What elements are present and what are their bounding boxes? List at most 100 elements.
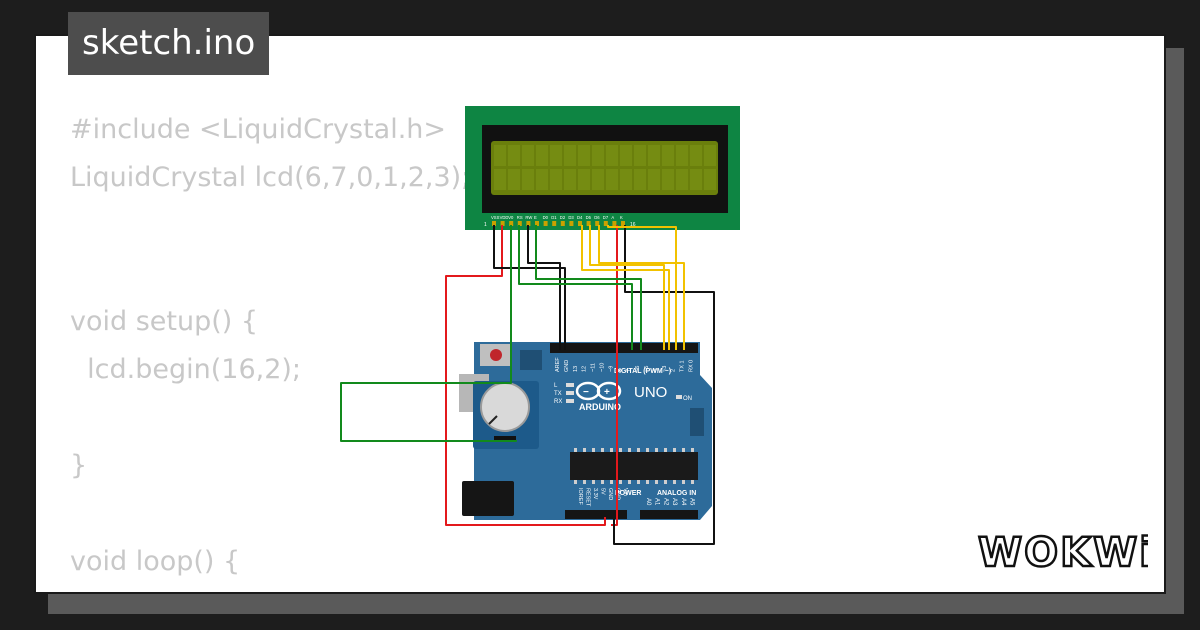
chip-leg-top xyxy=(673,448,676,452)
digital-pin-label: ~6 xyxy=(635,366,641,372)
digital-pin-label: ~5 xyxy=(644,366,650,372)
lcd-cell xyxy=(662,169,674,190)
lcd-pin[interactable] xyxy=(586,221,591,226)
lcd-pin-label: VDD xyxy=(500,215,509,220)
reset-button-cap[interactable] xyxy=(490,349,502,361)
wokwi-logo[interactable]: WOKWi xyxy=(976,526,1148,578)
chip-leg-bottom xyxy=(601,480,604,484)
lcd-cell xyxy=(536,169,548,190)
filename-tab[interactable]: sketch.ino xyxy=(68,12,270,75)
lcd-pin-label: V0 xyxy=(508,215,514,220)
chip-leg-top xyxy=(691,448,694,452)
digital-pin-label: 4 xyxy=(653,369,659,372)
chip-leg-bottom xyxy=(574,480,577,484)
power-pin-label: IOREF xyxy=(577,488,583,505)
chip-leg-bottom xyxy=(664,480,667,484)
lcd-pin[interactable] xyxy=(526,221,531,226)
lcd-pin[interactable] xyxy=(621,221,625,226)
lcd-pin[interactable] xyxy=(560,221,565,226)
code-editor[interactable]: #include <LiquidCrystal.h>LiquidCrystal … xyxy=(70,106,470,592)
wire-green-v0 xyxy=(340,225,517,442)
lcd-pin-label: D0 xyxy=(543,215,549,220)
lcd-pin[interactable] xyxy=(603,221,608,226)
lcd-pin-label: D2 xyxy=(560,215,566,220)
power-pin-label: Vin xyxy=(622,488,628,496)
digital-pin-label: ~9 xyxy=(608,366,614,372)
chip-leg-top xyxy=(664,448,667,452)
lcd-cell xyxy=(564,145,576,166)
chip-leg-bottom xyxy=(673,480,676,484)
analog-header[interactable] xyxy=(640,510,698,519)
lcd-cell xyxy=(508,169,520,190)
lcd-cell xyxy=(522,169,534,190)
arduino-brand: ARDUINO xyxy=(579,402,621,412)
lcd-cell xyxy=(676,145,688,166)
on-label: ON xyxy=(683,396,692,402)
analog-pin-label: A5 xyxy=(689,498,695,506)
lcd-cell xyxy=(578,169,590,190)
lcd-cell xyxy=(704,169,716,190)
wire-black-rw xyxy=(527,225,561,350)
icsp-header-top xyxy=(520,350,542,370)
chip-leg-bottom xyxy=(583,480,586,484)
lcd-cell xyxy=(578,145,590,166)
arduino-model: UNO xyxy=(634,384,667,401)
potentiometer-knob[interactable] xyxy=(480,382,530,432)
chip-leg-bottom xyxy=(637,480,640,484)
chip-leg-top xyxy=(592,448,595,452)
power-header[interactable] xyxy=(565,510,627,519)
lcd-pin-label: D6 xyxy=(594,215,600,220)
chip-leg-top xyxy=(601,448,604,452)
lcd-pin[interactable] xyxy=(500,221,505,226)
lcd-pin[interactable] xyxy=(612,221,617,226)
chip-leg-bottom xyxy=(646,480,649,484)
lcd-pin[interactable] xyxy=(509,221,514,226)
digital-pin-label: 12 xyxy=(582,366,588,372)
lcd-cell xyxy=(508,145,520,166)
chip-leg-top xyxy=(610,448,613,452)
digital-pin-label: 2 xyxy=(671,369,677,372)
lcd-pin[interactable] xyxy=(543,221,548,226)
wire-black-k xyxy=(613,225,715,545)
chip-leg-bottom xyxy=(628,480,631,484)
lcd-cell xyxy=(592,145,604,166)
chip-leg-top xyxy=(583,448,586,452)
lcd-pin[interactable] xyxy=(578,221,582,226)
chip-leg-top xyxy=(682,448,685,452)
led xyxy=(566,399,574,403)
lcd-pin[interactable] xyxy=(569,221,574,226)
chip-leg-bottom xyxy=(592,480,595,484)
lcd-pin-header[interactable] xyxy=(492,221,625,226)
digital-pin-label: GND xyxy=(564,360,570,372)
lcd-pin[interactable] xyxy=(552,221,557,226)
lcd-cell xyxy=(690,145,702,166)
lcd-pin[interactable] xyxy=(492,221,496,226)
lcd-pin-label: RW xyxy=(525,215,532,220)
lcd-pin-number-start: 1 xyxy=(484,222,487,228)
potentiometer-indicator xyxy=(488,415,498,425)
lcd-pin[interactable] xyxy=(535,221,539,226)
wire-yellow-d6 xyxy=(598,225,685,350)
digital-pin-label: ~11 xyxy=(591,363,597,372)
microcontroller-chip xyxy=(570,452,698,480)
lcd-pin[interactable] xyxy=(595,221,600,226)
lcd-cell xyxy=(550,169,562,190)
lcd-cell xyxy=(564,169,576,190)
lcd-cell xyxy=(634,145,646,166)
chip-leg-top xyxy=(637,448,640,452)
digital-pin-label: ~3 xyxy=(662,366,668,372)
lcd-cell xyxy=(494,145,506,166)
lcd-cell xyxy=(494,169,506,190)
potentiometer[interactable] xyxy=(473,381,539,449)
lcd-pin[interactable] xyxy=(517,221,522,226)
led-label: TX xyxy=(554,391,562,397)
chip-leg-bottom xyxy=(691,480,694,484)
digital-header[interactable] xyxy=(550,343,698,353)
potentiometer-pins[interactable] xyxy=(494,436,516,442)
chip-leg-top xyxy=(619,448,622,452)
chip-leg-bottom xyxy=(655,480,658,484)
digital-pin-label: RX 0 xyxy=(689,360,695,372)
